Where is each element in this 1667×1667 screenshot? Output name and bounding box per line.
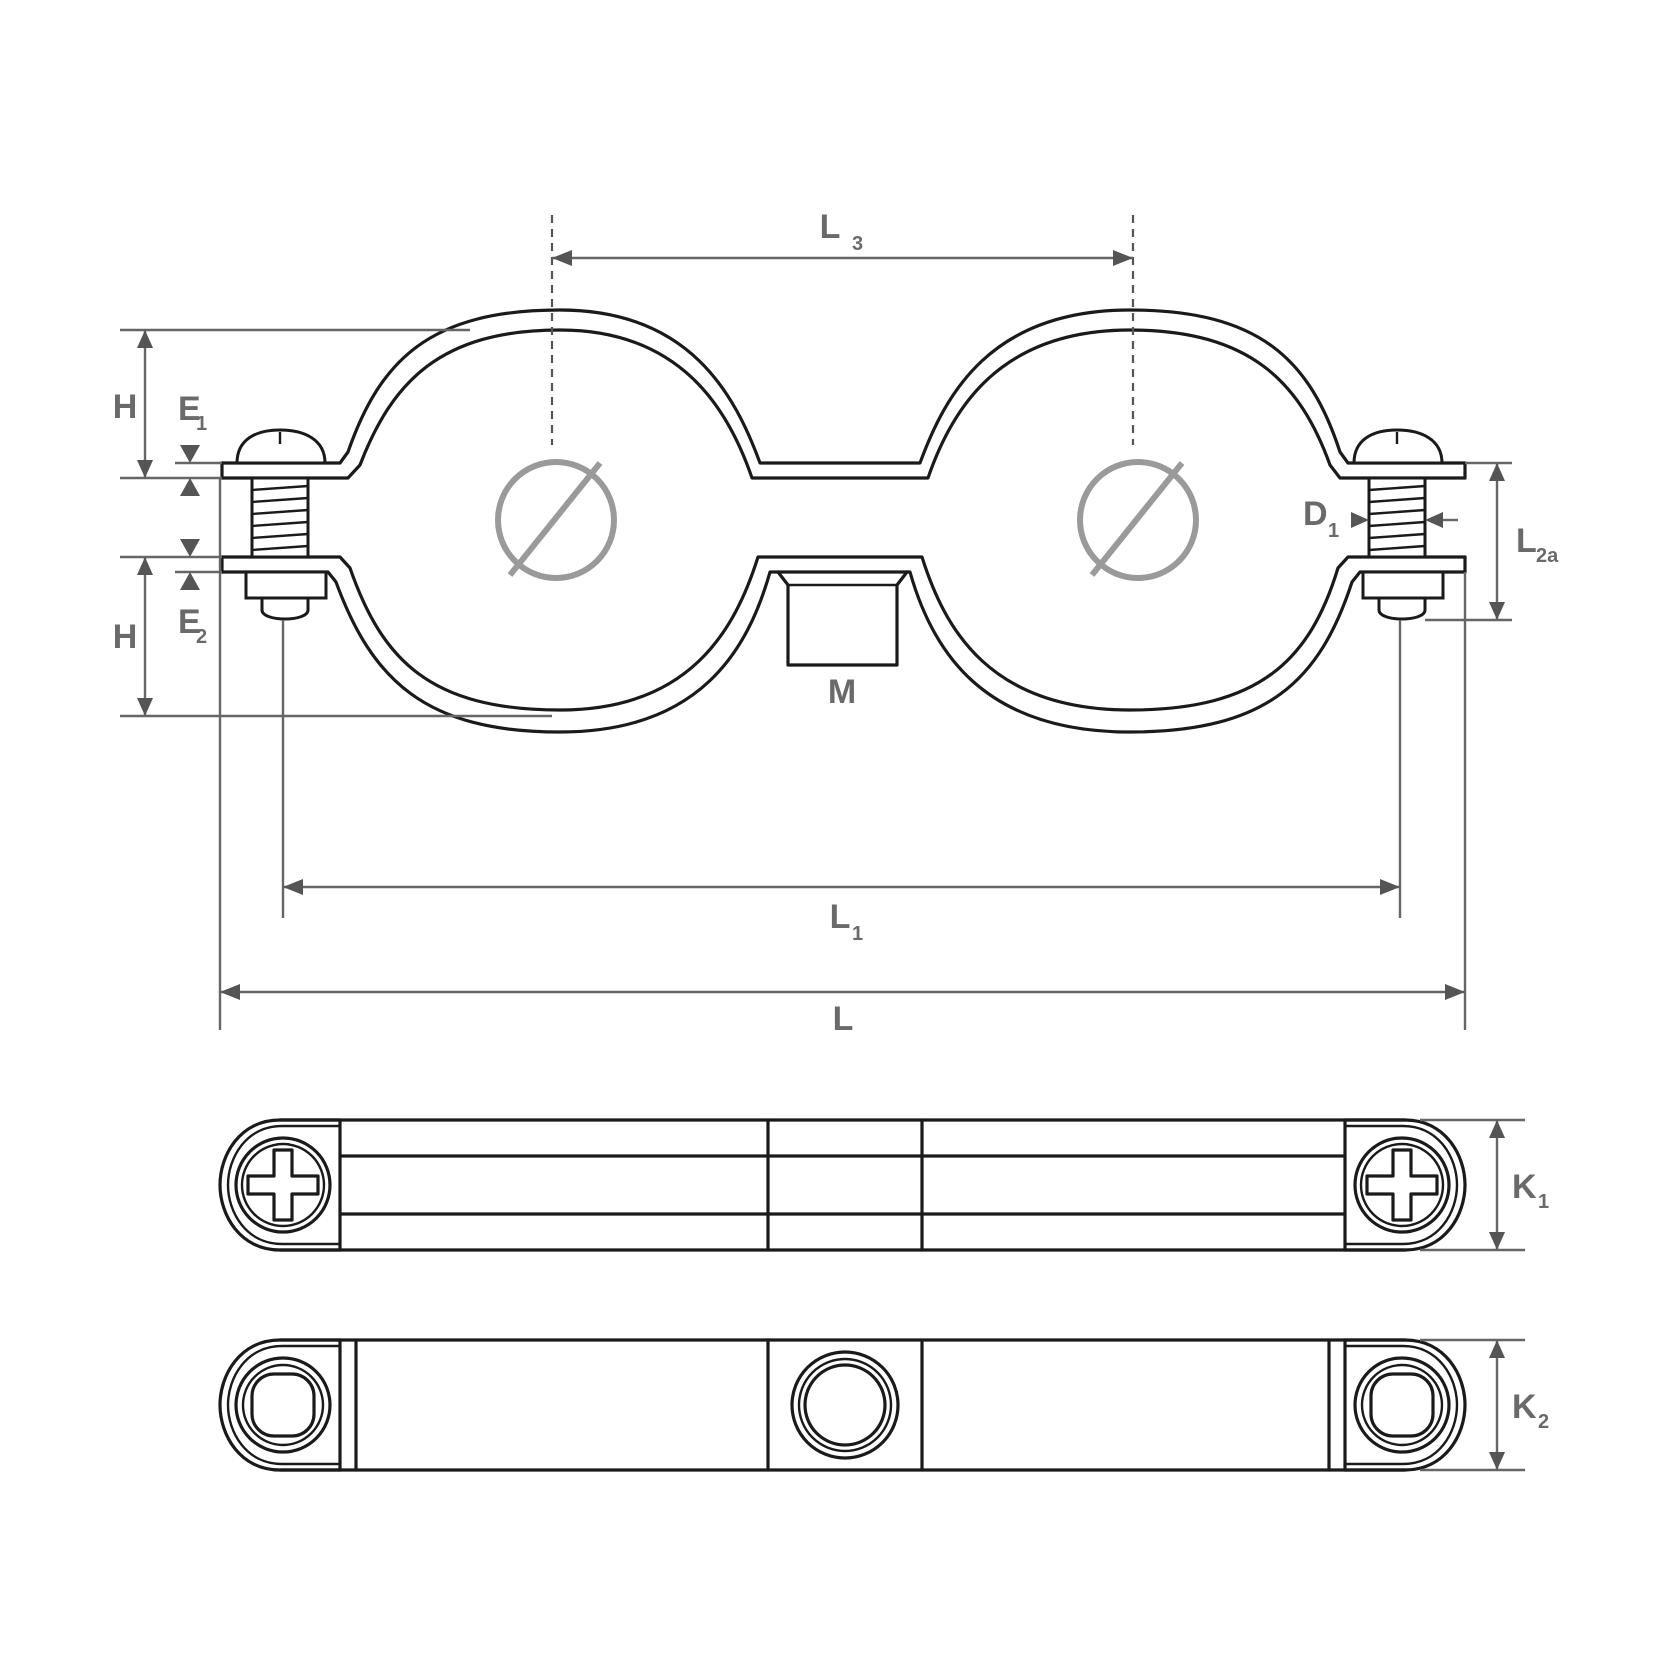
- m-threaded-boss: [776, 570, 909, 667]
- top-view: K 1: [218, 1118, 1549, 1252]
- nut-icon: [234, 1356, 332, 1454]
- label-l1: L: [830, 898, 851, 936]
- label-d1: D: [1303, 495, 1328, 533]
- label-e2-sub: 2: [196, 626, 207, 648]
- label-e1: E: [178, 390, 201, 428]
- label-l-total: L: [833, 1000, 854, 1038]
- label-e2: E: [178, 603, 201, 641]
- dimension-k1: K 1: [1420, 1118, 1549, 1252]
- label-k2: K: [1512, 1388, 1537, 1426]
- right-screw: [1352, 428, 1445, 621]
- dimension-l-total: L: [218, 478, 1467, 1038]
- dimension-l2a: L 2a: [1425, 461, 1559, 622]
- nut-icon: [1353, 1356, 1451, 1454]
- label-h-bottom: H: [113, 618, 138, 656]
- threaded-socket-icon: [790, 1350, 900, 1460]
- upper-clamp-band: [220, 308, 1467, 480]
- dimension-e1: E 1: [175, 390, 222, 496]
- front-view: [220, 215, 1467, 734]
- label-l3: L: [820, 208, 841, 246]
- label-k1-sub: 1: [1538, 1191, 1549, 1213]
- label-l1-sub: 1: [852, 923, 863, 945]
- label-d1-sub: 1: [1328, 520, 1339, 542]
- dimension-k2: K 2: [1420, 1338, 1549, 1472]
- dimensions: L 3 H H E 1: [113, 208, 1559, 1038]
- label-l2a: L: [1516, 522, 1537, 560]
- label-m: M: [828, 673, 856, 711]
- dimension-h-bottom: H: [113, 555, 552, 718]
- dimension-d1: D 1: [1303, 495, 1458, 542]
- diameter-symbol-icon: [495, 459, 617, 581]
- phillips-screw-head-icon: [234, 1136, 332, 1234]
- dimension-e2: E 2: [175, 539, 222, 648]
- dimension-l3: L 3: [552, 208, 1133, 266]
- dimension-h-top: H: [113, 328, 470, 480]
- bottom-view: K 2: [218, 1338, 1549, 1472]
- label-e1-sub: 1: [196, 413, 207, 435]
- label-k2-sub: 2: [1538, 1411, 1549, 1433]
- label-h-top: H: [113, 388, 138, 426]
- label-l3-sub: 3: [852, 233, 863, 255]
- diameter-symbol-icon: [1077, 459, 1199, 581]
- left-screw: [235, 428, 328, 621]
- lower-clamp-band: [220, 555, 1467, 734]
- dimension-l1: L 1: [281, 620, 1402, 945]
- label-k1: K: [1512, 1168, 1537, 1206]
- phillips-screw-head-icon: [1353, 1136, 1451, 1234]
- label-l2a-sub: 2a: [1536, 545, 1559, 567]
